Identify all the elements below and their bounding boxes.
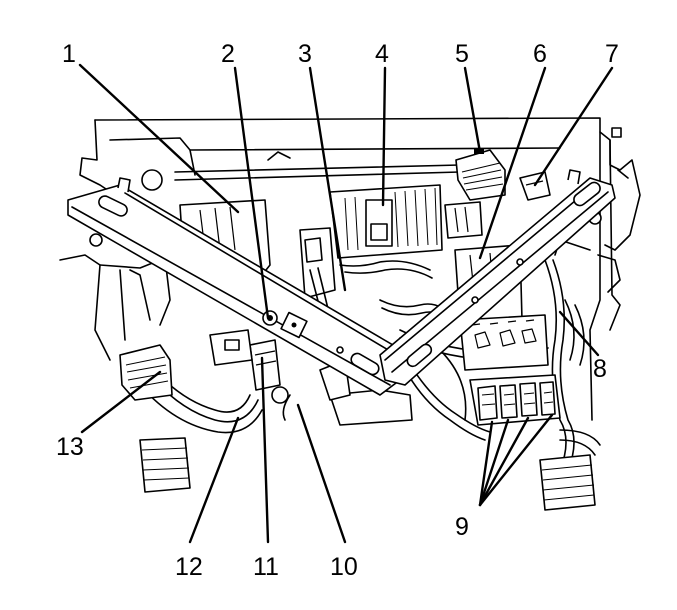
leader-12	[188, 416, 240, 544]
callout-10: 10	[330, 553, 358, 581]
callout-3: 3	[298, 40, 312, 68]
callout-1: 1	[62, 40, 76, 68]
leader-7	[533, 66, 614, 187]
leader-1	[78, 63, 240, 214]
leader-lines	[78, 63, 614, 544]
callout-12: 12	[175, 553, 203, 581]
callout-2: 2	[221, 40, 235, 68]
callout-11: 11	[253, 553, 279, 581]
callout-labels: 1 2 3 4 5 6 7 8 9 10 11 12 13	[56, 40, 619, 581]
leader-9a	[478, 420, 494, 507]
leader-9c	[478, 416, 530, 507]
leader-5	[463, 66, 482, 154]
callout-8: 8	[593, 355, 607, 383]
leader-9d	[478, 413, 554, 507]
leader-2	[233, 66, 270, 320]
leader-8	[558, 310, 600, 357]
leader-3	[308, 66, 347, 292]
leader-11	[260, 356, 270, 544]
callout-6: 6	[533, 40, 547, 68]
cross-brace-right	[379, 169, 616, 386]
leader-10	[296, 403, 347, 544]
callout-9: 9	[455, 513, 469, 541]
callout-4: 4	[375, 40, 389, 68]
leader-13	[80, 370, 162, 434]
leader-6	[478, 66, 547, 260]
leader-9b	[478, 418, 510, 507]
callout-7: 7	[605, 40, 619, 68]
callout-5: 5	[455, 40, 469, 68]
leader-4	[381, 66, 387, 207]
ground-stud	[262, 310, 308, 339]
callout-13: 13	[56, 433, 84, 461]
